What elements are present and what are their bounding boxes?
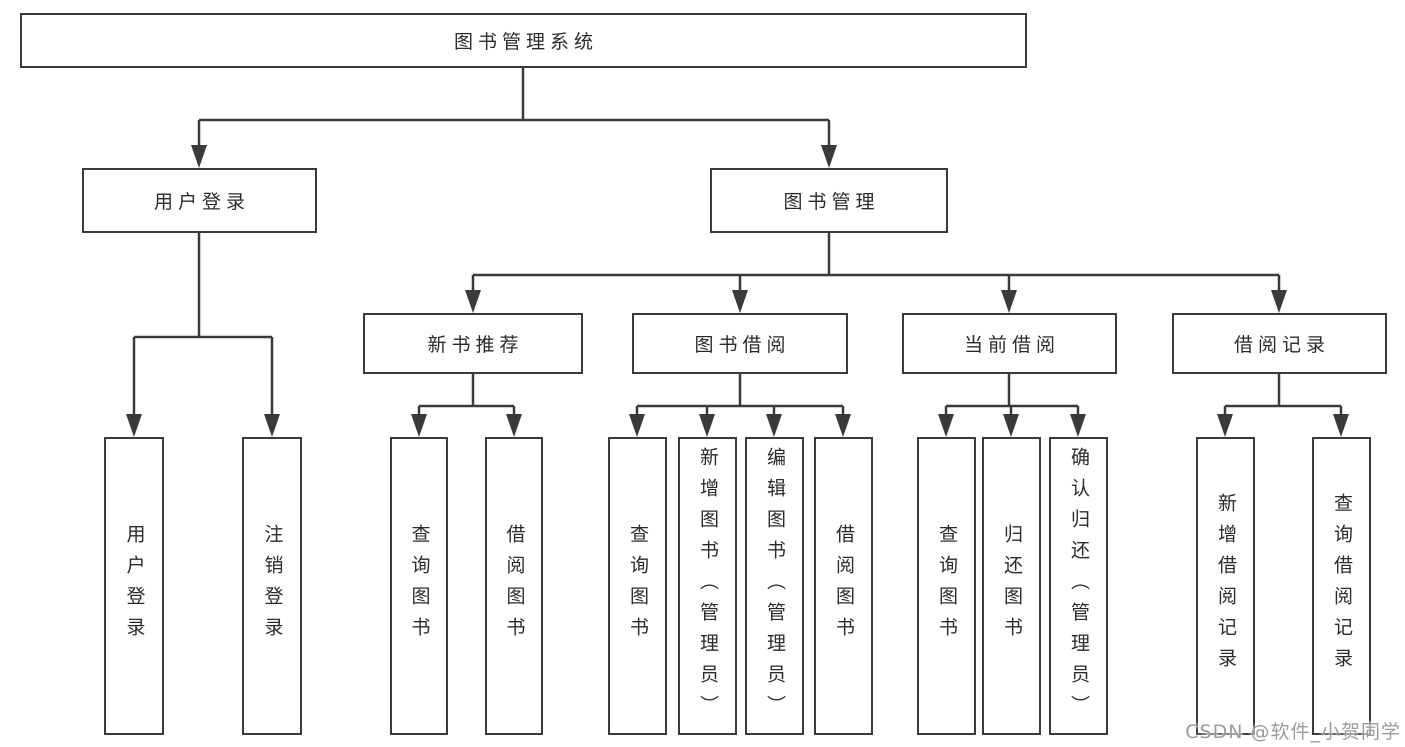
leaf-query-books-1: 查询图书: [390, 437, 448, 735]
node-new-book-recommend: 新书推荐: [363, 313, 583, 374]
leaf-query-borrow-record: 查询借阅记录: [1312, 437, 1371, 735]
node-user-login: 用户登录: [82, 168, 317, 233]
leaf-query-books-3: 查询图书: [917, 437, 976, 735]
leaf-edit-books-admin: 编辑图书（管理员）: [745, 437, 804, 735]
leaf-add-borrow-record: 新增借阅记录: [1196, 437, 1255, 735]
node-borrowing-records: 借阅记录: [1172, 313, 1387, 374]
leaf-query-books-2: 查询图书: [608, 437, 667, 735]
leaf-logout-op: 注销登录: [242, 437, 302, 735]
node-book-management: 图书管理: [710, 168, 948, 233]
leaf-confirm-return-admin: 确认归还（管理员）: [1049, 437, 1108, 735]
leaf-borrow-books-1: 借阅图书: [485, 437, 543, 735]
csdn-watermark: CSDN @软件_小贺同学: [1185, 721, 1401, 743]
leaf-add-books-admin: 新增图书（管理员）: [678, 437, 737, 735]
node-book-borrowing: 图书借阅: [632, 313, 848, 374]
tree-edges: [132, 68, 1343, 421]
arrowheads: [126, 145, 1349, 437]
leaf-borrow-books-2: 借阅图书: [814, 437, 873, 735]
leaf-return-books: 归还图书: [982, 437, 1041, 735]
node-current-borrowing: 当前借阅: [902, 313, 1117, 374]
leaf-user-login-op: 用户登录: [104, 437, 164, 735]
node-root-system: 图书管理系统: [20, 13, 1027, 68]
